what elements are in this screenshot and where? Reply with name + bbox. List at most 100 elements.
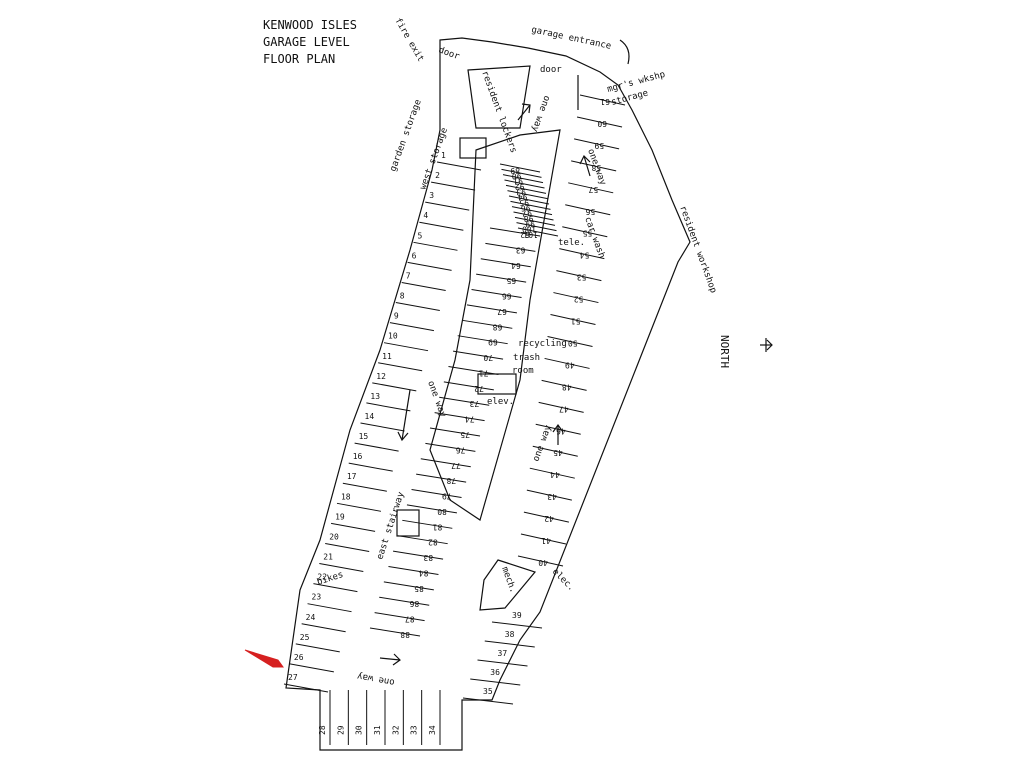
stall-divider-84 [388,565,439,575]
stall-number-81: 81 [432,522,442,531]
stall-number-86: 86 [409,599,419,608]
one-way-label-2: one way [531,423,554,463]
stall-number-54: 54 [580,251,590,260]
one-way-arrow-4 [517,104,531,121]
stall-divider-52 [553,292,599,304]
stall-divider-42 [523,511,570,523]
stall-number-80: 80 [437,507,447,516]
stall-number-52: 52 [574,295,584,304]
stall-divider-56 [565,204,611,216]
stall-divider-87 [374,612,425,622]
resident-workshop-label: resident workshop [677,205,718,295]
title-line-2: GARAGE LEVEL [263,35,350,49]
stall-number-63: 63 [516,245,526,254]
stall-divider-8 [395,302,440,312]
stall-number-21: 21 [323,553,333,562]
stall-number-85: 85 [414,584,424,593]
stall-number-100: 100 [522,225,537,234]
stall-number-89: 89 [510,166,520,175]
stall-divider-72 [443,381,494,391]
stall-number-26: 26 [294,653,304,662]
stall-divider-100 [516,222,557,232]
one-way-arrowhead-5 [392,653,401,666]
fire-exit-label: fire exit [392,17,425,64]
room-label: room [512,366,534,376]
stall-divider-67 [466,304,518,314]
stall-divider-93 [505,184,547,194]
stall-number-28: 28 [318,725,327,735]
west-stair-box [459,137,487,159]
stall-number-19: 19 [335,512,345,521]
stall-divider-61 [579,94,626,106]
stall-divider-73 [439,396,490,406]
stall-number-8: 8 [400,292,405,301]
stall-number-91: 91 [513,177,523,186]
stall-divider-57 [568,182,614,194]
stall-divider-96 [510,200,551,210]
center-divider [429,129,561,521]
stall-divider-58 [571,160,617,172]
stall-divider-82 [397,535,448,545]
stall-number-7: 7 [406,271,411,280]
stall-divider-43 [526,489,572,501]
stall-divider-68 [462,319,513,329]
tele-label: tele. [558,238,585,248]
stall-divider-18 [336,502,382,512]
one-way-arrowhead-3 [579,154,591,165]
door-label-b: door [540,65,562,75]
one-way-arrow-1 [401,389,411,441]
stall-divider-79 [411,489,462,499]
stall-divider-10 [383,342,429,352]
stall-number-69: 69 [488,338,498,347]
one-way-arrowhead-1 [397,431,409,442]
stall-number-4: 4 [423,211,428,220]
stall-number-15: 15 [359,432,369,441]
stall-number-30: 30 [355,725,364,735]
stall-divider-90 [501,168,542,178]
stall-divider-101 [517,227,559,237]
trash-label: trash [513,353,540,363]
stall-number-53: 53 [577,273,587,282]
building-outline [285,37,691,751]
stall-divider-75 [429,427,481,437]
stall-divider-74 [434,412,485,422]
east-stairway-box [396,509,420,537]
stall-number-58: 58 [591,163,601,172]
stall-divider-47 [538,401,584,413]
stall-number-3: 3 [429,191,434,200]
stall-divider-77 [420,458,471,468]
stall-number-51: 51 [571,317,581,326]
stall-divider-13 [366,402,411,412]
stall-number-14: 14 [365,412,375,421]
stall-divider-85 [383,581,434,591]
stall-divider-44 [529,467,575,479]
stall-number-95: 95 [519,198,529,207]
stall-number-83: 83 [423,553,433,562]
stall-divider-76 [425,442,476,452]
stall-divider-69 [457,335,508,345]
stall-number-36: 36 [490,668,500,677]
stall-number-37: 37 [498,649,508,658]
stall-number-34: 34 [428,725,437,735]
stall-divider-39 [491,621,543,629]
stall-number-16: 16 [353,452,363,461]
stall-number-101: 101 [523,230,538,239]
stall-number-10: 10 [388,332,398,341]
lockers-room [467,65,531,129]
stall-number-92: 92 [515,182,525,191]
stall-number-99: 99 [525,219,535,228]
stall-number-13: 13 [370,392,380,401]
stall-divider-99 [514,216,556,226]
stall-divider-7 [401,281,446,291]
stall-number-59: 59 [594,141,604,150]
stall-divider-54 [559,248,605,260]
stall-number-64: 64 [511,261,521,270]
one-way-arrow-5 [379,657,401,661]
stall-number-18: 18 [341,492,351,501]
stall-divider-41 [520,533,567,545]
stall-divider-2 [431,181,476,191]
stall-divider-78 [416,473,467,483]
stall-divider-51 [550,314,596,326]
mech-room [479,559,537,611]
